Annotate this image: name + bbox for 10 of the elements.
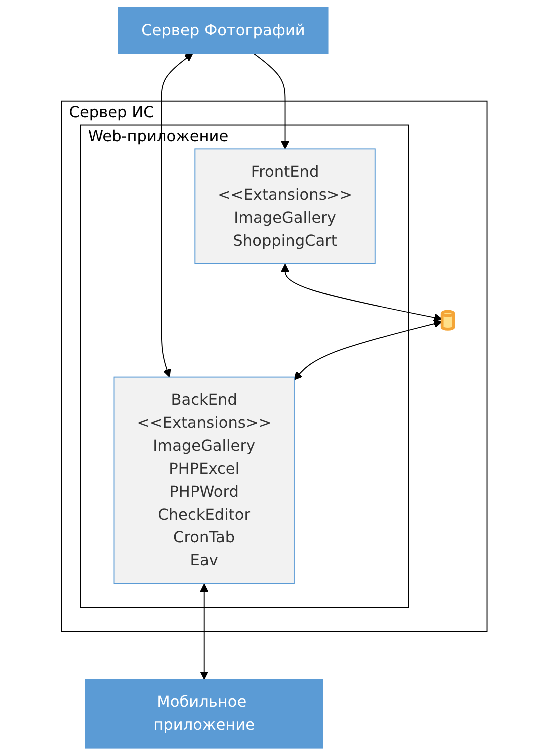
arrow [200, 584, 209, 680]
arrow [294, 320, 442, 380]
node-box: Сервер Фотографий [118, 7, 329, 54]
node-box: FrontEnd <<Extansions>> ImageGallery ShoppingCart [194, 148, 376, 264]
arrow [253, 53, 290, 150]
arrow [281, 264, 443, 322]
node-box: Мобильное приложение [85, 679, 324, 749]
arrow [161, 53, 194, 378]
node-box: BackEnd <<Extansions>> ImageGallery PHPExcel PHPWord CheckEditor CronTab Eav [114, 376, 295, 584]
node-cylinder [440, 310, 456, 331]
